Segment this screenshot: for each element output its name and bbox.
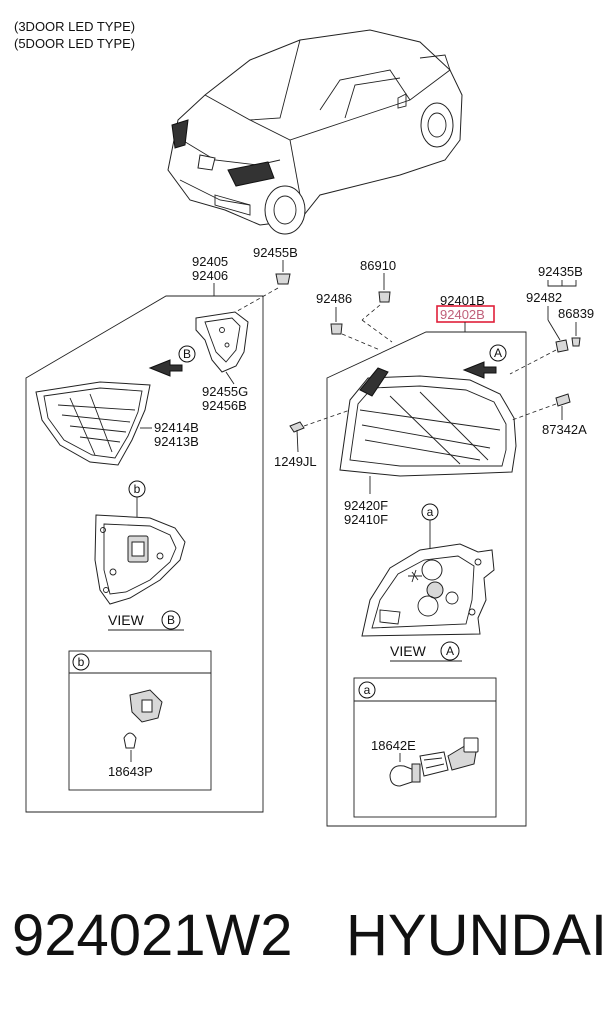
label-92413B: 92413B <box>154 434 199 449</box>
label-86910: 86910 <box>360 258 396 273</box>
inset-a-frame <box>353 677 497 818</box>
view-b-word: VIEW <box>108 612 145 628</box>
label-87342A: 87342A <box>542 422 587 437</box>
grommet-icon <box>555 339 569 353</box>
callout-a-upper: a <box>427 505 434 519</box>
label-18642E: 18642E <box>371 738 416 753</box>
label-92414B: 92414B <box>154 420 199 435</box>
outer-lamp-illustration <box>339 367 517 477</box>
left-panel-frame <box>25 295 264 813</box>
nut-icon <box>330 323 343 335</box>
inner-lamp-illustration <box>35 381 151 466</box>
label-92406: 92406 <box>192 268 228 283</box>
view-b-illustration <box>94 514 186 605</box>
label-92401B: 92401B <box>440 293 485 308</box>
callout-a-inset: a <box>364 683 371 697</box>
parts-diagram: (3DOOR LED TYPE) (5DOOR LED TYPE) 92405 … <box>14 19 594 827</box>
callout-b-upper: b <box>134 482 141 496</box>
callout-b-inset: b <box>78 655 85 669</box>
part-number: 924021W2 <box>12 903 293 968</box>
inset-b-frame <box>68 650 212 791</box>
label-92455B: 92455B <box>253 245 298 260</box>
brand-name: HYUNDAI <box>346 903 608 968</box>
label-92435B: 92435B <box>538 264 583 279</box>
arrow-icon <box>462 361 497 379</box>
label-92482: 92482 <box>526 290 562 305</box>
header-line-2: (5DOOR LED TYPE) <box>14 36 135 51</box>
right-panel-frame <box>326 331 527 827</box>
callout-A-top: A <box>494 346 502 360</box>
view-b-letter: B <box>167 613 175 627</box>
screw-icon <box>555 393 571 407</box>
screw-icon <box>275 273 291 285</box>
highlight-box <box>436 305 495 323</box>
label-1249JL: 1249JL <box>274 454 317 469</box>
label-92486: 92486 <box>316 291 352 306</box>
car-illustration <box>167 29 463 235</box>
label-92455G: 92455G <box>202 384 248 399</box>
arrow-icon <box>148 359 183 377</box>
bolt-icon <box>571 337 581 347</box>
label-92402B: 92402B <box>440 307 485 322</box>
label-92420F: 92420F <box>344 498 388 513</box>
label-92405: 92405 <box>192 254 228 269</box>
label-92456B: 92456B <box>202 398 247 413</box>
clip-icon <box>378 291 391 303</box>
view-a-word: VIEW <box>390 643 427 659</box>
bulb-socket-18642E-illustration <box>389 737 479 787</box>
view-a-illustration <box>361 543 495 637</box>
header-line-1: (3DOOR LED TYPE) <box>14 19 135 34</box>
label-18643P: 18643P <box>108 764 153 779</box>
gasket-icon <box>195 311 249 373</box>
screw-icon <box>289 421 305 433</box>
callout-B-top: B <box>183 347 191 361</box>
bulb-socket-18643P-illustration <box>123 689 163 749</box>
label-92410F: 92410F <box>344 512 388 527</box>
label-86839: 86839 <box>558 306 594 321</box>
view-a-letter: A <box>446 644 454 658</box>
